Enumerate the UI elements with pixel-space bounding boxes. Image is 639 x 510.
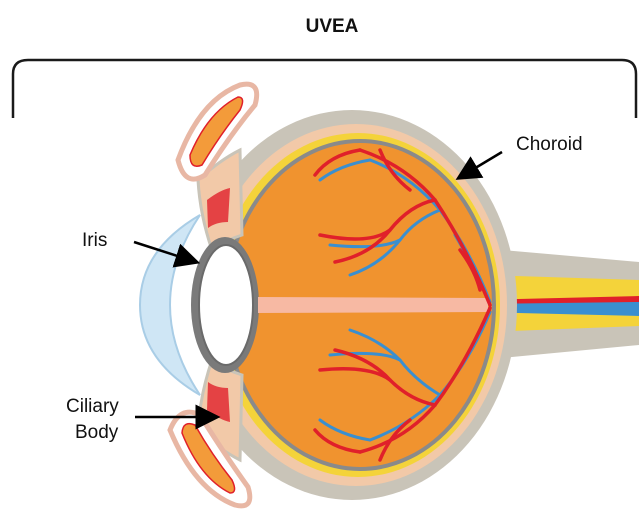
optic-axis	[258, 297, 488, 313]
label-choroid: Choroid	[516, 134, 583, 155]
diagram-title: UVEA	[306, 16, 359, 37]
choroid-arrow	[462, 152, 502, 176]
label-iris: Iris	[82, 230, 107, 251]
uvea-bracket	[13, 60, 636, 118]
label-ciliary-line1: Ciliary	[66, 396, 119, 417]
lens	[199, 245, 253, 365]
label-ciliary-line2: Body	[75, 422, 119, 443]
